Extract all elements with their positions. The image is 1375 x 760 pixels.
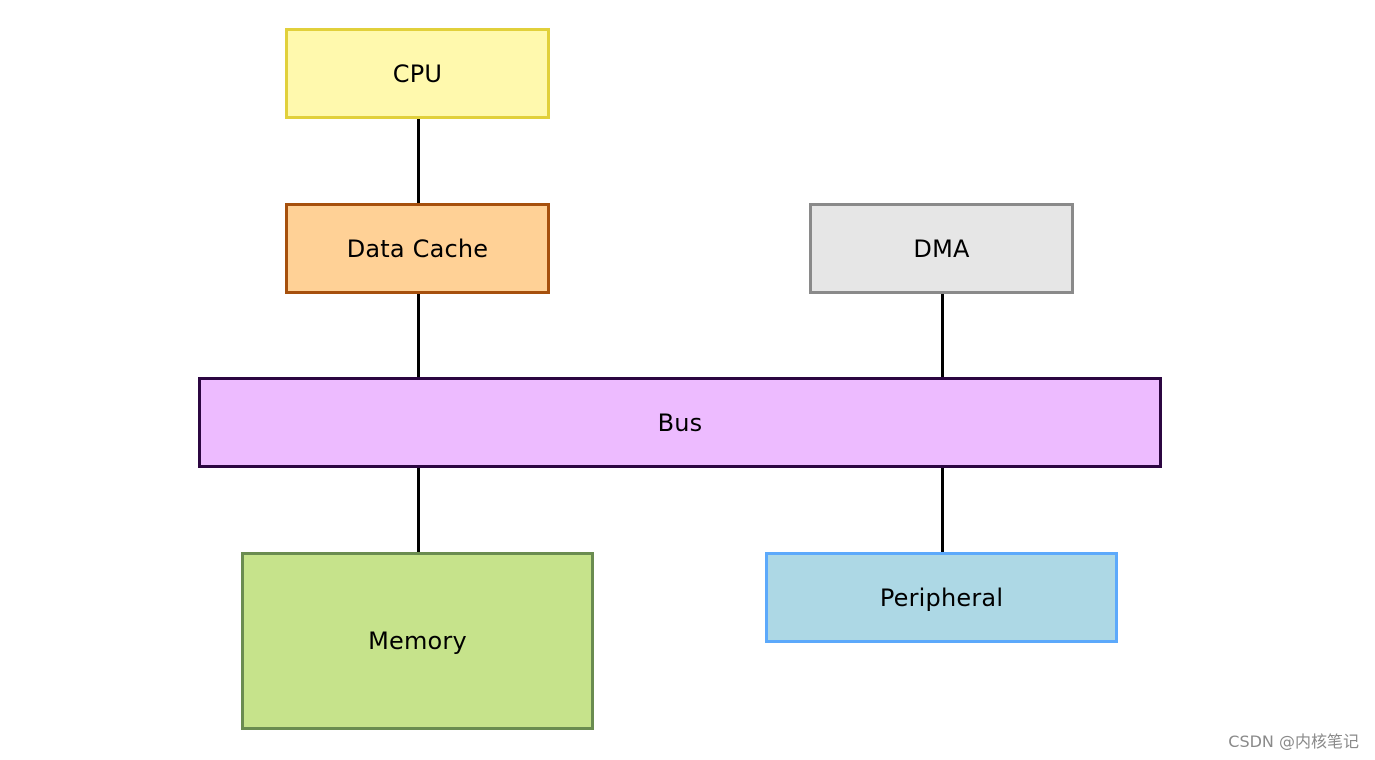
connector-data-cache-to-bus xyxy=(416,292,420,379)
data-cache-block: Data Cache xyxy=(285,203,550,294)
cpu-block: CPU xyxy=(285,28,550,119)
memory-label: Memory xyxy=(368,627,467,655)
dma-block: DMA xyxy=(809,203,1074,294)
connector-cpu-to-data-cache xyxy=(416,117,420,205)
connector-bus-to-memory xyxy=(416,466,420,554)
bus-label: Bus xyxy=(657,408,703,437)
bus-block: Bus xyxy=(198,377,1162,468)
connector-bus-to-peripheral xyxy=(940,466,944,554)
memory-block: Memory xyxy=(241,552,594,730)
dma-label: DMA xyxy=(913,234,970,263)
watermark-text: CSDN @内核笔记 xyxy=(1228,732,1359,751)
cpu-label: CPU xyxy=(392,59,443,88)
peripheral-block: Peripheral xyxy=(765,552,1118,643)
peripheral-label: Peripheral xyxy=(879,583,1004,612)
data-cache-label: Data Cache xyxy=(346,234,489,263)
connector-dma-to-bus xyxy=(940,292,944,379)
